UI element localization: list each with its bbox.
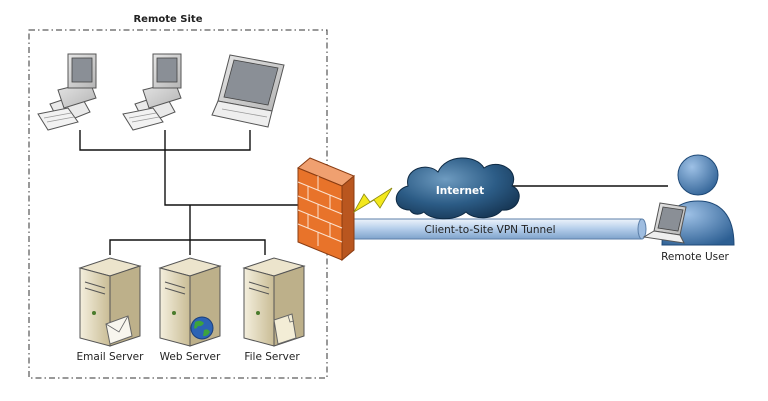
desktop-computer-icon [37, 53, 97, 131]
web-server-icon [158, 257, 222, 347]
desktop-computer-icon [122, 53, 182, 131]
remote-user-icon [642, 154, 735, 246]
web-server-label: Web Server [160, 351, 221, 363]
internet-cloud-icon: Internet [395, 157, 520, 220]
connection-lines [79, 130, 668, 255]
remote-site-title: Remote Site [133, 14, 202, 25]
internet-label: Internet [436, 185, 484, 197]
vpn-tunnel: Client-to-Site VPN Tunnel [333, 218, 647, 240]
email-server-label: Email Server [77, 351, 145, 363]
vpn-tunnel-label: Client-to-Site VPN Tunnel [424, 224, 555, 236]
file-server-label: File Server [244, 351, 300, 363]
email-server-icon [78, 257, 142, 347]
remote-user-label: Remote User [661, 251, 729, 263]
file-server-icon [242, 257, 306, 347]
lightning-bolt-icon [352, 187, 393, 214]
remote-site-boundary [28, 29, 328, 379]
laptop-icon [211, 54, 285, 128]
firewall-icon [297, 157, 355, 262]
